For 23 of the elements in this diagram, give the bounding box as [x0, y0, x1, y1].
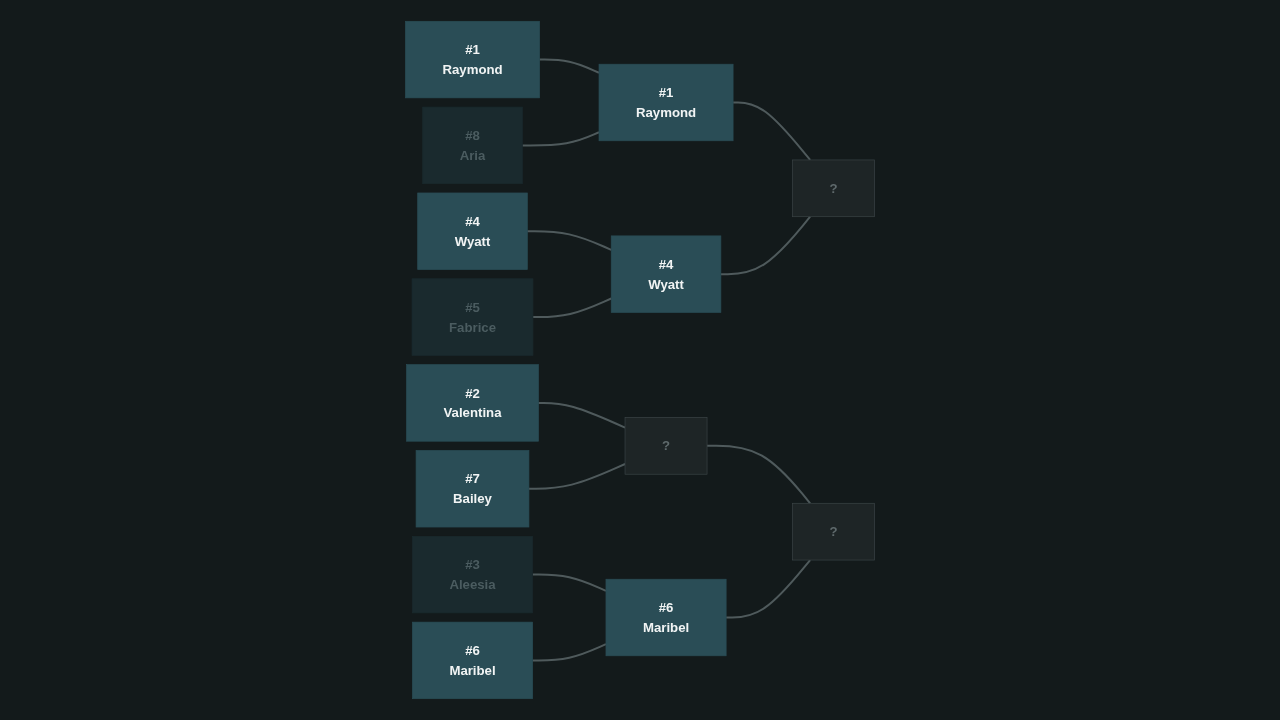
node-box: ? [792, 502, 875, 561]
connector [537, 401, 627, 429]
node-box: #2 Valentina [406, 364, 539, 442]
node-box: #4 Wyatt [417, 192, 528, 270]
connector [531, 643, 607, 662]
node-box: #1 Raymond [598, 63, 734, 142]
node-box: ? [624, 417, 708, 475]
connector [526, 230, 613, 251]
connector [725, 559, 812, 619]
connector [538, 58, 600, 74]
node-box: #1 Raymond [405, 20, 540, 99]
node-box: ? [792, 159, 875, 218]
node-box: #6 Maribel [605, 578, 727, 657]
connector [531, 573, 607, 592]
connector [706, 444, 812, 505]
node-box: #7 Bailey [415, 450, 530, 528]
connector [732, 101, 812, 161]
connector [532, 297, 613, 319]
node-box: #4 Wyatt [610, 235, 722, 313]
connector [521, 131, 600, 147]
connector [719, 215, 812, 276]
node-box: #6 Maribel [412, 621, 533, 700]
connector [527, 463, 627, 490]
